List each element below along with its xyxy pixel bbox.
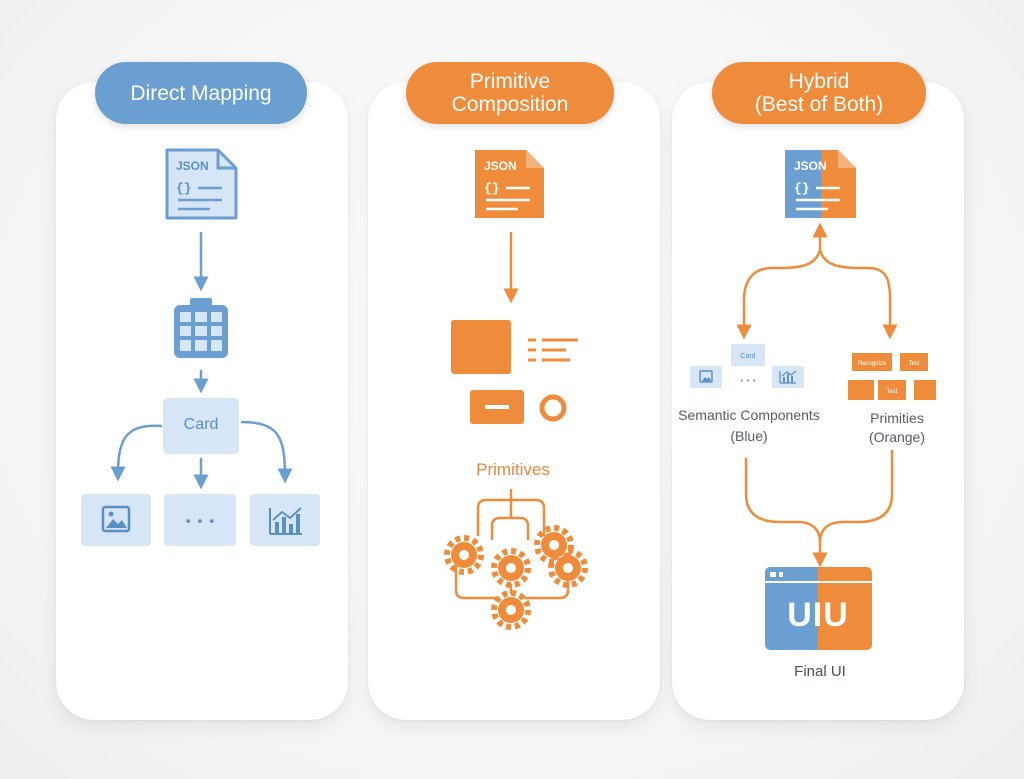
arrow-card-to-chart xyxy=(240,420,293,484)
arrow-to-primitives xyxy=(818,249,898,340)
mini-chart-icon xyxy=(779,370,797,384)
braces-glyph-orange: {} xyxy=(484,181,500,196)
arrow-semantic-to-final xyxy=(744,458,828,568)
braces-glyph: {} xyxy=(176,181,192,196)
mini-prim-recognize: Recognize xyxy=(858,361,887,367)
mini-card-text: Card xyxy=(740,353,755,360)
json-file-icon-orange: JSON {} xyxy=(475,150,544,218)
mini-ellipsis: • • • xyxy=(740,377,757,385)
json-label-hybrid: JSON xyxy=(794,159,827,173)
image-icon xyxy=(101,505,131,533)
primitive-button xyxy=(470,390,524,424)
card-component xyxy=(163,398,239,454)
primitives-orange-label: Primities (Orange) xyxy=(868,410,926,445)
mini-semantic-components: Card • • • xyxy=(690,344,804,388)
json-label: JSON xyxy=(176,159,209,173)
json-label-orange: JSON xyxy=(484,159,517,173)
arrow-primitives-to-final xyxy=(818,450,894,543)
semantic-components-label: Semantic Components (Blue) xyxy=(678,407,820,444)
arrow-to-semantic xyxy=(736,249,822,340)
direct-mapping-title: Direct Mapping xyxy=(95,62,307,124)
primitive-text-lines xyxy=(528,338,578,362)
more-component: • • • xyxy=(164,494,236,546)
arrow-card-to-image xyxy=(110,424,163,482)
primitive-composition-title: Primitive Composition xyxy=(406,62,614,124)
json-file-icon: JSON {} xyxy=(165,148,238,220)
hybrid-title: Hybrid (Best of Both) xyxy=(712,62,926,124)
mini-primitives: Recognize Text Text xyxy=(848,353,936,400)
mini-prim-text-1: Text xyxy=(908,361,919,367)
mini-image-icon xyxy=(699,370,713,383)
grid-component-icon xyxy=(174,298,228,358)
card-label: Card xyxy=(183,416,219,433)
mini-prim-text-2: Text xyxy=(886,389,897,395)
image-component xyxy=(81,494,151,546)
ellipsis-text: • • • xyxy=(184,515,215,530)
chart-icon xyxy=(269,507,302,535)
braces-glyph-hybrid: {} xyxy=(794,181,810,196)
primitives-label: Primitives xyxy=(476,460,550,479)
final-ui-screen xyxy=(765,567,872,650)
primitive-block xyxy=(451,320,511,374)
chart-component xyxy=(250,494,320,546)
gear-icons xyxy=(444,525,588,630)
primitive-circle xyxy=(539,394,567,422)
final-ui-label: Final UI xyxy=(794,663,846,680)
json-file-icon-hybrid: JSON {} xyxy=(785,150,856,218)
final-ui-screen-text: UIU xyxy=(787,596,849,634)
